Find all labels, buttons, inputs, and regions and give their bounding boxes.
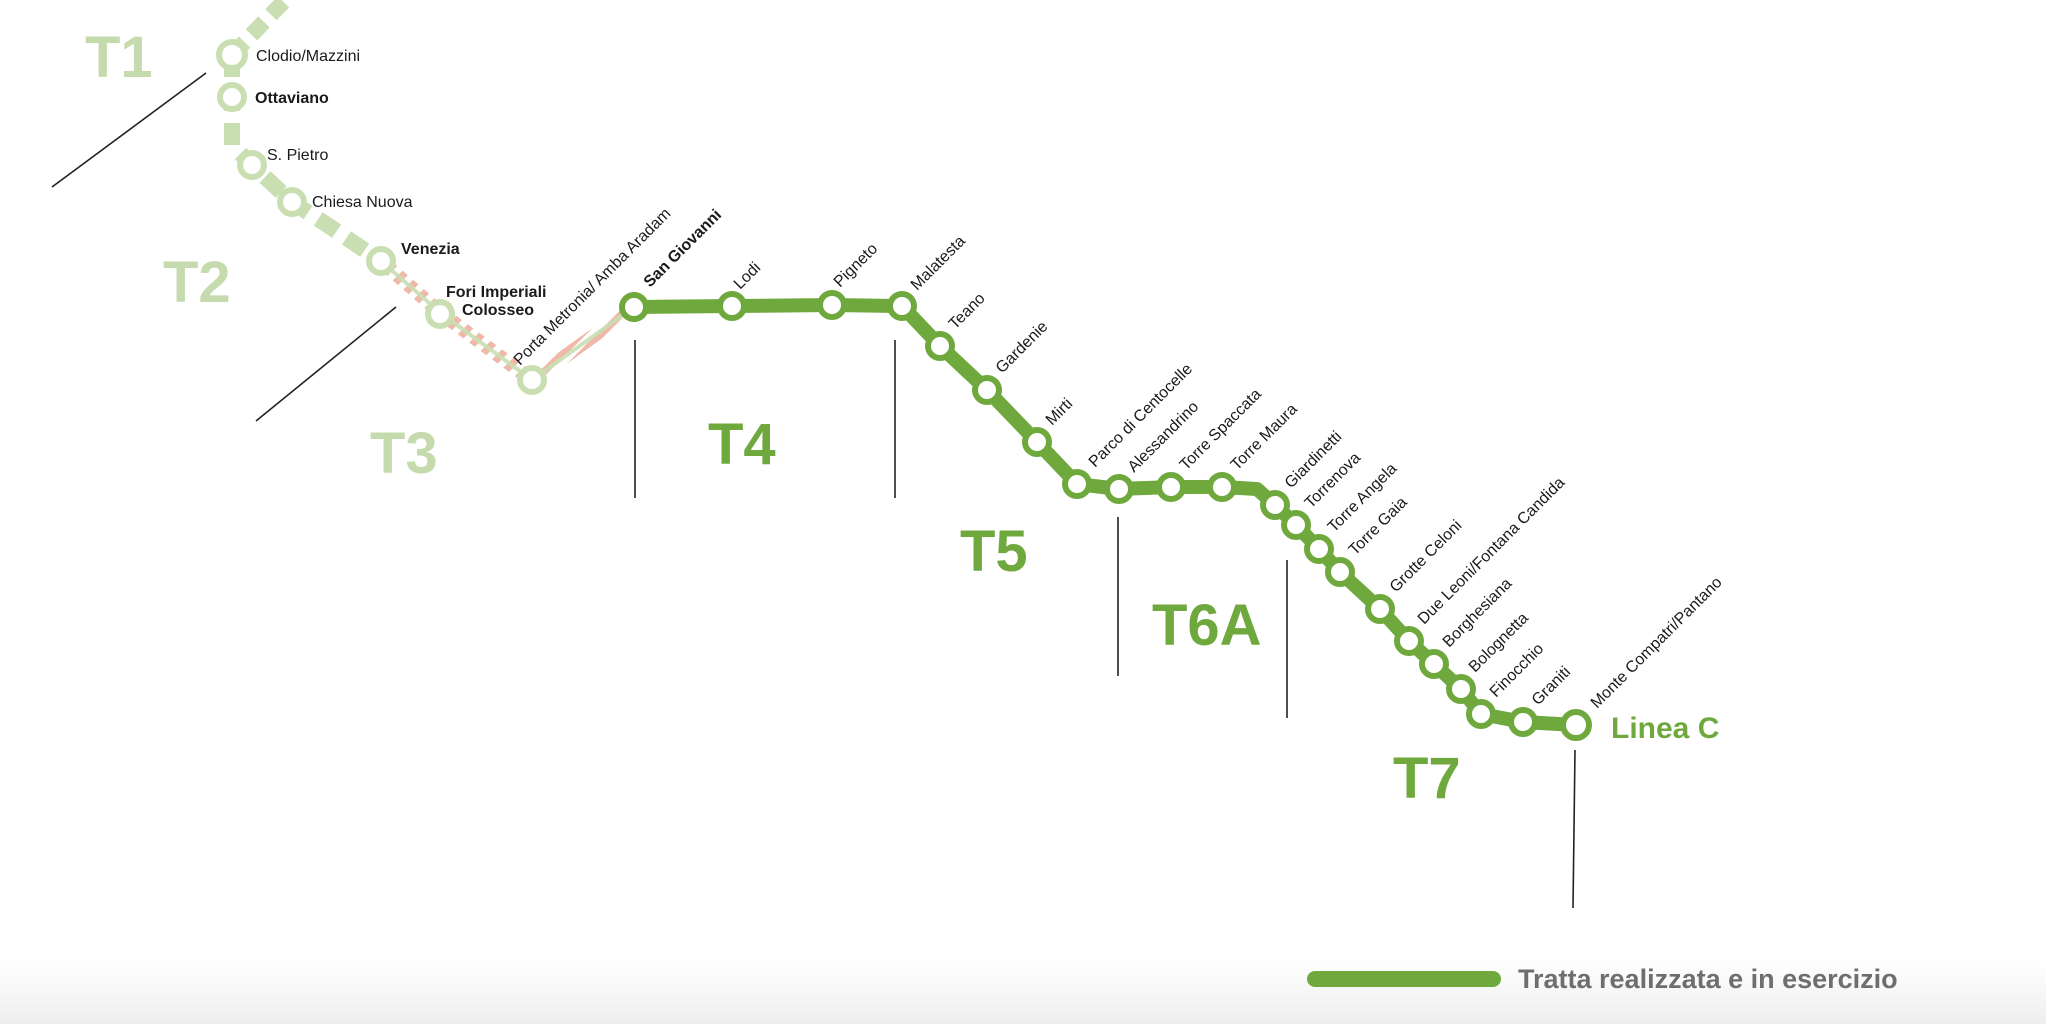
station-marker-gardenie	[972, 375, 1002, 405]
station-label-monte-compatri-pantano: Monte Compatri/Pantano	[1588, 574, 1726, 712]
station-marker-monte-compatri-pantano	[1560, 709, 1592, 741]
station-marker-mirti	[1022, 427, 1052, 457]
station-marker-alessandrino	[1104, 474, 1134, 504]
segment-label-t2: T2	[163, 250, 231, 315]
station-label-graniti: Graniti	[1529, 663, 1574, 708]
station-label-s-pietro: S. Pietro	[267, 147, 328, 164]
station-marker-torrenova	[1281, 510, 1311, 540]
station-marker-venezia	[366, 246, 396, 276]
station-marker-lodi	[717, 291, 747, 321]
station-marker-parco-di-centocelle	[1062, 469, 1092, 499]
station-marker-graniti	[1508, 707, 1538, 737]
station-label-ottaviano: Ottaviano	[255, 90, 329, 107]
station-label-teano: Teano	[946, 290, 989, 333]
segment-label-t3: T3	[370, 421, 438, 486]
station-marker-malatesta	[887, 291, 917, 321]
station-marker-grotte-celoni	[1365, 594, 1395, 624]
segment-labels: T1 T2 T3 T4 T5 T6A T7	[85, 25, 1461, 811]
station-label-pigneto: Pigneto	[831, 240, 881, 290]
stations-layer	[216, 39, 1592, 741]
divider-terminus	[1572, 749, 1576, 909]
station-label-lodi: Lodi	[731, 259, 764, 292]
footer-band	[0, 960, 2046, 1024]
station-marker-finocchio	[1466, 699, 1496, 729]
station-marker-bolognetta	[1446, 674, 1476, 704]
route-t3-outline	[380, 260, 636, 383]
segment-label-t6a: T6A	[1152, 593, 1262, 658]
station-marker-due-leoni-fontana-candida	[1394, 626, 1424, 656]
station-marker-pigneto	[817, 290, 847, 320]
station-marker-san-giovanni	[619, 292, 649, 322]
segment-dividers	[51, 72, 1576, 909]
segment-label-t1: T1	[85, 25, 153, 90]
line-name-label: Linea C	[1611, 712, 1719, 745]
segment-label-t5: T5	[960, 519, 1028, 584]
station-marker-torre-gaia	[1325, 557, 1355, 587]
station-marker-giardinetti	[1260, 490, 1290, 520]
station-label-venezia: Venezia	[401, 241, 460, 258]
legend: Tratta realizzata e in esercizio	[1307, 964, 1898, 994]
station-marker-fori-imperiali	[425, 299, 455, 329]
station-marker-clodio-mazzini	[216, 39, 248, 71]
station-label-gardenie: Gardenie	[993, 318, 1052, 377]
station-label-malatesta: Malatesta	[908, 233, 969, 294]
station-marker-borghesiana	[1419, 649, 1449, 679]
station-marker-s-pietro	[237, 150, 267, 180]
station-marker-porta-metronia-amba-aradam	[517, 365, 547, 395]
station-marker-ottaviano	[217, 82, 247, 112]
divider-t2-t3	[255, 306, 397, 422]
station-label-clodio-mazzini: Clodio/Mazzini	[256, 48, 360, 65]
segment-label-t7: T7	[1393, 746, 1461, 811]
station-marker-torre-maura	[1207, 472, 1237, 502]
station-marker-torre-spaccata	[1156, 472, 1186, 502]
segment-label-t4: T4	[708, 412, 776, 477]
station-marker-torre-angela	[1304, 534, 1334, 564]
legend-label: Tratta realizzata e in esercizio	[1518, 964, 1898, 994]
station-marker-teano	[925, 331, 955, 361]
station-marker-chiesa-nuova	[277, 187, 307, 217]
divider-t1-t2	[51, 72, 207, 188]
station-label-chiesa-nuova: Chiesa Nuova	[312, 194, 413, 211]
station-label-mirti: Mirti	[1043, 395, 1076, 428]
